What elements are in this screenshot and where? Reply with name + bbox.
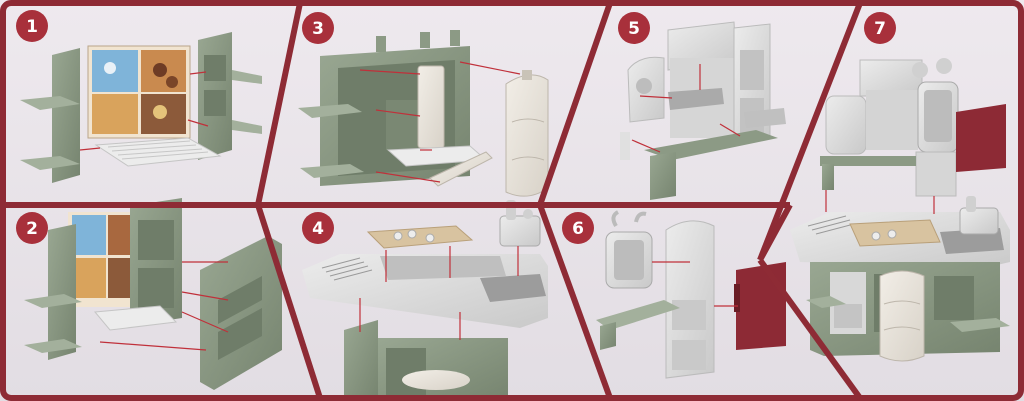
lower-cabinet-4 bbox=[344, 320, 378, 401]
step-number-3: 3 bbox=[312, 19, 324, 39]
green-counter-5 bbox=[644, 130, 778, 160]
panel-step-5 bbox=[620, 21, 786, 200]
step-badge-1: 1 bbox=[16, 10, 48, 42]
step-badge-7: 7 bbox=[864, 12, 896, 44]
step-number-7: 7 bbox=[874, 19, 886, 39]
guide-lines-2 bbox=[99, 261, 229, 351]
step-number-1: 1 bbox=[26, 17, 38, 37]
red-door-6 bbox=[736, 262, 786, 350]
guide-lines-4 bbox=[359, 246, 519, 340]
step-number-2: 2 bbox=[26, 219, 38, 239]
panel-step-7 bbox=[790, 58, 1010, 362]
sink-basin-4 bbox=[480, 274, 546, 302]
panel-step-6 bbox=[596, 210, 786, 379]
step-badge-3: 3 bbox=[302, 12, 334, 44]
step-badges: 1 2 3 4 5 6 7 bbox=[16, 10, 896, 244]
side-shelf-3a bbox=[298, 104, 362, 118]
shelf-upper bbox=[20, 96, 80, 110]
panel-step-1 bbox=[20, 32, 262, 183]
left-side-panel-2 bbox=[48, 224, 76, 360]
guide-lines-1 bbox=[79, 71, 209, 151]
shelf-lower bbox=[20, 156, 80, 170]
side-shelf-3b bbox=[300, 164, 364, 178]
step-badge-4: 4 bbox=[302, 212, 334, 244]
tall-unit-6 bbox=[665, 220, 715, 379]
rotating-tower-3 bbox=[505, 74, 549, 197]
faucet-unit-4 bbox=[499, 215, 541, 247]
step-number-5: 5 bbox=[628, 19, 640, 39]
final-red-door bbox=[956, 104, 1006, 172]
panel-step-3 bbox=[298, 30, 549, 197]
guide-lines-6 bbox=[652, 261, 738, 307]
door-panel-3 bbox=[417, 65, 445, 149]
final-rotating-tower bbox=[879, 270, 925, 362]
guide-lines-7 bbox=[825, 190, 935, 214]
panel-step-4 bbox=[302, 200, 548, 401]
drawer-base-3 bbox=[429, 151, 493, 187]
step-number-6: 6 bbox=[572, 219, 584, 239]
step-badge-6: 6 bbox=[562, 212, 594, 244]
pull-drawer-5 bbox=[668, 88, 724, 110]
picture-fridge-bottom bbox=[92, 94, 138, 134]
step-number-4: 4 bbox=[312, 219, 324, 239]
left-side-panel bbox=[52, 48, 80, 183]
step-badge-5: 5 bbox=[618, 12, 650, 44]
final-oven bbox=[825, 95, 867, 155]
stove-top-4 bbox=[366, 225, 474, 249]
step-badge-2: 2 bbox=[16, 212, 48, 244]
guide-lines-5 bbox=[631, 64, 741, 153]
green-shelf-6 bbox=[596, 300, 680, 330]
panel-step-2 bbox=[24, 198, 282, 390]
guide-lines-3 bbox=[359, 61, 521, 183]
